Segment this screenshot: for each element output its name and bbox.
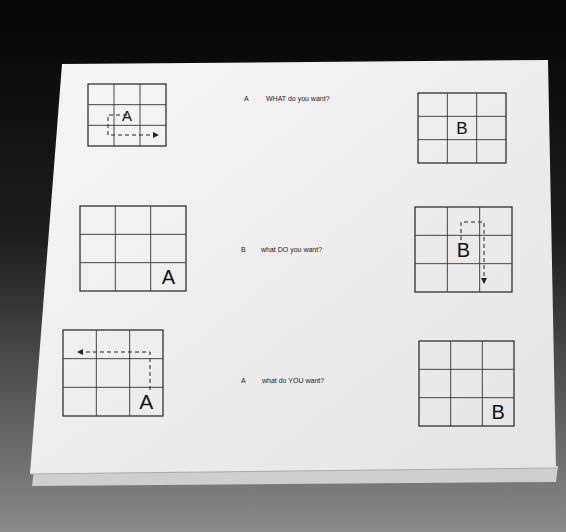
player-letter: B <box>491 402 504 422</box>
paper-edge <box>30 468 556 474</box>
dialogue-text: B <box>241 246 246 253</box>
grid-box: B <box>419 341 514 426</box>
dashed-route <box>78 352 150 390</box>
dialogue-text: what DO you want? <box>261 246 322 253</box>
grid-box: A <box>63 330 163 416</box>
player-letter: B <box>457 240 470 260</box>
dialogue-text: A <box>244 95 249 102</box>
dialogue-text: WHAT do you want? <box>266 95 330 102</box>
player-letter: A <box>122 108 132 123</box>
grid-box: A <box>88 84 166 146</box>
player-letter: A <box>162 267 175 287</box>
dialogue-text: A <box>241 377 246 384</box>
dialogue-text: what do YOU want? <box>262 377 324 384</box>
grid-box: B <box>415 207 512 292</box>
grid-box: B <box>418 93 506 163</box>
player-letter: A <box>139 391 153 412</box>
paper-sheet <box>30 60 556 474</box>
player-letter: B <box>456 120 467 137</box>
grid-box: A <box>80 206 186 291</box>
